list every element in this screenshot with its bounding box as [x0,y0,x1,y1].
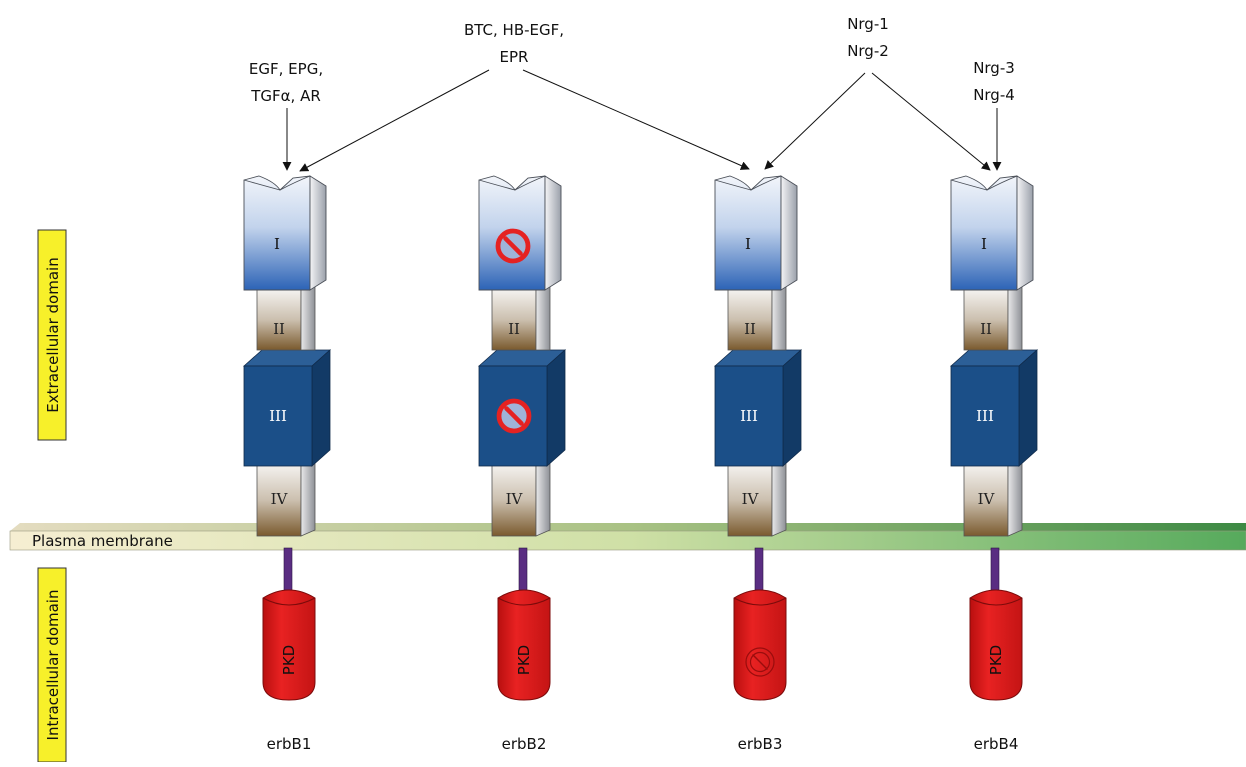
kinase-label: PKD [515,645,533,675]
domain-iv-label: IV [271,490,289,508]
domain-ii: II [256,283,316,351]
receptor-name: erbB3 [738,735,783,753]
domain-i-label: I [745,235,751,253]
domain-ii-label: II [744,320,756,338]
domain-ii: II [491,283,551,351]
plasma-membrane-label: Plasma membrane [32,532,173,550]
domain-iv: IV [256,458,316,537]
domain-iv-label: IV [978,490,996,508]
ligand-arrows [282,69,1002,172]
domain-i-block-icon [495,228,531,264]
ligand-label-line: Nrg-4 [973,86,1015,104]
domain-iii-label: III [976,407,994,425]
domain-iv: IV [727,458,787,537]
arrow-btc-to-erbb1 [299,69,490,172]
linker [518,547,528,591]
domain-iv-label: IV [742,490,760,508]
ligand-label-line: EGF, EPG, [249,60,323,78]
domain-iv: IV [963,458,1023,537]
domain-i: I [950,175,1034,291]
kinase-label: PKD [280,645,298,675]
ligand-labels: EGF, EPG, TGFα, AR BTC, HB-EGF, EPR Nrg-1Nrg… [249,15,1015,105]
domain-i: I [243,175,327,291]
domain-ii-label: II [273,320,285,338]
ligand-label-line: TGFα, AR [250,87,321,105]
linker [283,547,293,591]
kinase-domain: PKD [497,589,551,701]
domain-iii-label: III [740,407,758,425]
domain-iii-label: III [269,407,287,425]
linker [754,547,764,591]
intracellular-label: Intracellular domain [44,590,62,741]
receptor-erbB2: IV II PKD erbB2 [477,175,567,753]
arrow-btc-to-erbb3 [522,69,750,170]
receptor-name: erbB2 [502,735,547,753]
domain-i [478,175,562,291]
domain-ii: II [727,283,787,351]
kinase-domain: PKD [969,589,1023,701]
extracellular-label-box [37,229,67,441]
receptor-name: erbB1 [267,735,312,753]
domain-ii: II [963,283,1023,351]
arrow-nrg12-to-erbb3 [764,72,866,170]
domain-ii-label: II [508,320,520,338]
arrow-nrg12-to-erbb4 [871,72,991,171]
ligand-label-line: EPR [500,48,529,66]
domain-ii-label: II [980,320,992,338]
receptors: IVIIIIIIPKDerbB1IVIIPKDerbB2IVIIIIIIerbB… [242,175,1039,753]
ligand-label-line: Nrg-2 [847,42,889,60]
ligand-label-line: BTC, HB-EGF, [464,21,564,39]
receptor-name: erbB4 [974,735,1019,753]
domain-iii: III [713,349,803,467]
kinase-label: PKD [987,645,1005,675]
domain-iii-block-icon [496,398,532,434]
ligand-label-line: Nrg-3 [973,59,1015,77]
kinase-domain [733,589,787,701]
linker [990,547,1000,591]
kinase-domain: PKD [262,589,316,701]
domain-iii: III [242,349,332,467]
kinase-block-icon [745,647,775,677]
domain-i: I [714,175,798,291]
domain-i-label: I [274,235,280,253]
domain-iv-label: IV [506,490,524,508]
domain-iii [477,349,567,467]
domain-iii: III [949,349,1039,467]
extracellular-label: Extracellular domain [44,257,62,412]
intracellular-label-box [37,567,67,763]
plasma-membrane: Plasma membrane [9,523,1246,551]
domain-i-label: I [981,235,987,253]
domain-iv: IV [491,458,551,537]
ligand-label-line: Nrg-1 [847,15,889,33]
